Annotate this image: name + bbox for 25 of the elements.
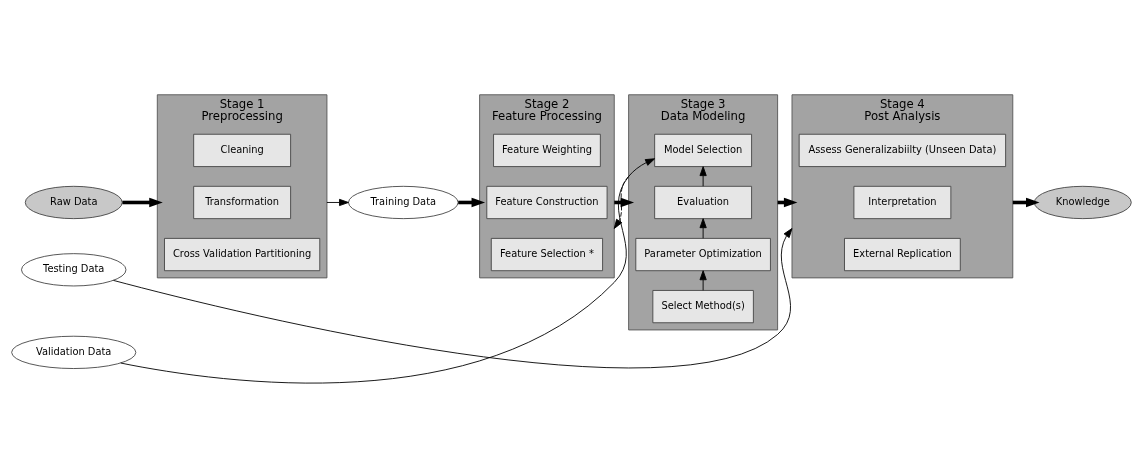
- node-box: Feature Selection *: [490, 237, 604, 271]
- node-box: Assess Generalizabiilty (Unseen Data): [798, 133, 1007, 167]
- node-box: Feature Weighting: [493, 133, 601, 167]
- node-box: Cleaning: [193, 133, 292, 167]
- arrow: [120, 157, 656, 384]
- node-box: Select Method(s): [652, 289, 754, 323]
- arrow: [326, 198, 349, 206]
- node-box: Evaluation: [654, 185, 753, 219]
- node-ellipse: Training Data: [348, 185, 459, 219]
- node-box: Cross Validation Partitioning: [164, 237, 321, 271]
- node-box: External Replication: [844, 237, 961, 271]
- node-box: Interpretation: [853, 185, 952, 219]
- node-ellipse: Testing Data: [21, 252, 127, 286]
- arrow: [122, 197, 163, 207]
- node-ellipse: Raw Data: [24, 185, 123, 219]
- node-ellipse: Knowledge: [1033, 185, 1132, 219]
- node-box: Parameter Optimization: [635, 237, 771, 271]
- node-box: Transformation: [193, 185, 292, 219]
- arrow: [699, 217, 707, 239]
- arrow: [699, 165, 707, 187]
- node-box: Model Selection: [654, 133, 753, 167]
- node-box: Feature Construction: [486, 185, 608, 219]
- arrow: [113, 227, 793, 368]
- arrow: [699, 269, 707, 291]
- node-ellipse: Validation Data: [11, 335, 137, 369]
